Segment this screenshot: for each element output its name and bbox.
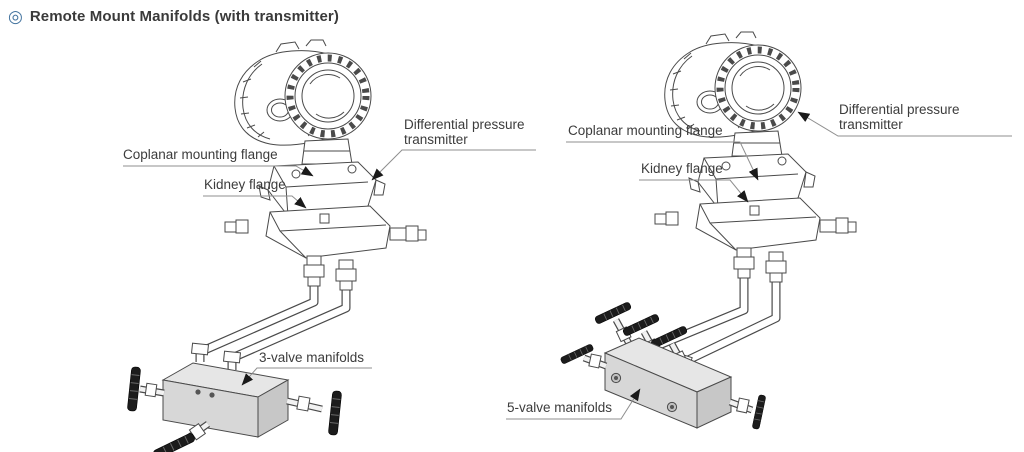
page-title: ◎ Remote Mount Manifolds (with transmitt…: [8, 8, 339, 25]
leader-lines-left: [123, 149, 536, 386]
label-coplanar-mounting-flange-left: Coplanar mounting flange: [123, 147, 278, 162]
label-dp-transmitter-left: Differential pressure transmitter: [404, 117, 525, 147]
label-5-valve-manifolds: 5-valve manifolds: [507, 400, 613, 415]
label-line: transmitter: [839, 117, 903, 132]
figure-3-valve-assembly: [123, 40, 536, 452]
impulse-tubes-right: [650, 274, 781, 367]
impulse-tubes-left: [195, 276, 351, 370]
label-line: transmitter: [404, 132, 468, 147]
label-kidney-flange-right: Kidney flange: [641, 161, 723, 176]
leader-lines-right: [506, 111, 1012, 420]
figure-5-valve-assembly: [506, 32, 1012, 430]
manifold-3-valve: [126, 342, 343, 452]
label-3-valve-manifolds: 3-valve manifolds: [259, 350, 365, 365]
label-kidney-flange-left: Kidney flange: [204, 177, 286, 192]
label-coplanar-mounting-flange-right: Coplanar mounting flange: [568, 123, 723, 138]
section-marker-icon: ◎: [8, 7, 23, 26]
manifold-5-valve: [559, 301, 767, 430]
label-line: Differential pressure: [404, 117, 525, 132]
label-line: Differential pressure: [839, 102, 960, 117]
label-dp-transmitter-right: Differential pressure transmitter: [839, 102, 960, 132]
page-title-text: Remote Mount Manifolds (with transmitter…: [29, 8, 339, 25]
transmitter-left: [225, 40, 426, 290]
transmitter-right: [655, 32, 856, 282]
